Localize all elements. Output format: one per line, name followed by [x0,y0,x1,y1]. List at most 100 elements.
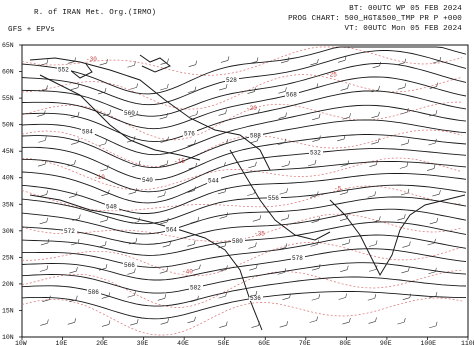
wind-barb [218,241,227,249]
wind-barb [342,113,351,120]
wind-barb [372,216,381,223]
wind-barb [428,110,438,117]
contour-label-bg [105,202,119,210]
wind-barb [249,57,259,64]
height-contour-line [21,104,467,156]
wind-barb [71,111,80,119]
wind-barb [309,83,319,90]
wind-barb [371,85,380,93]
wind-barb [428,321,438,329]
wind-barb [251,321,260,328]
wind-barb [187,316,196,324]
lat-tick-label: 30N [2,228,14,235]
wind-barb [160,83,169,91]
temperature-contour-label: -40 [182,269,193,276]
contour-label-bg [249,131,263,139]
wind-barb [341,238,351,246]
wind-barb [101,189,110,197]
wind-barb [37,160,47,167]
wind-barb [372,61,381,69]
contour-label-bg [189,283,203,291]
contour-label-bg [183,129,197,137]
wind-barb [432,189,441,197]
lon-tick-label: 40E [177,340,189,345]
wind-barb [397,83,407,90]
wind-barb [71,138,80,145]
height-contour-label: 532 [310,150,321,157]
wind-barb [100,164,109,172]
contour-label-bg [165,225,179,233]
wind-barb [128,188,137,195]
height-contour-label: 572 [64,228,75,235]
height-contour-line [21,173,467,214]
wind-barb [192,264,201,271]
wind-barb [70,83,80,90]
lat-tick-label: 60N [2,69,14,76]
coastline-segment [139,54,171,73]
wind-barb [279,188,288,195]
wind-barb [310,240,319,247]
wind-barb [188,60,197,67]
height-contour-label: 536 [250,295,261,302]
wind-barb [101,292,111,299]
wind-barb [39,217,49,225]
contour-label-bg [207,176,221,184]
wind-barb [397,318,406,325]
wind-barb [98,241,107,248]
wind-barb [219,84,228,91]
height-contour-line [21,196,467,235]
height-contour-label: 584 [82,129,93,136]
contour-label-bg [309,148,323,156]
init-time-label: BT: 00UTC WP 05 FEB 2024 [349,5,462,13]
wind-barb [402,241,411,248]
wind-barb [278,112,287,119]
coastline-segment [329,194,466,277]
wind-barb [42,295,51,302]
wind-barb [367,294,377,301]
wind-barb [218,109,227,116]
wind-barb [217,162,226,169]
contour-label-bg [57,65,71,73]
height-contour-label: 568 [286,91,297,98]
wind-barb [249,264,258,271]
wind-barb [307,159,317,167]
height-contour-label: 560 [124,110,135,117]
height-contour-label: 586 [88,289,99,296]
height-contour-label: 528 [226,77,237,84]
wind-barb [187,139,196,147]
contour-labels: 5525285605685765845885405325445485565645… [57,65,323,302]
wind-barb [312,113,321,121]
temperature-contour-line [21,101,462,141]
contour-label-bg [63,226,77,234]
temperature-contour-line [21,46,463,76]
wind-barb [67,318,77,325]
wind-barb [187,240,196,247]
height-contour-label: 582 [190,285,201,292]
wind-barb [40,319,49,326]
height-contour-line [21,62,467,117]
wind-barb [38,136,47,143]
wind-barb [39,265,49,272]
lon-tick-label: 20E [96,340,108,345]
height-contour-label: 580 [232,238,243,245]
wind-barb [99,216,109,223]
wind-barb [342,317,351,325]
wind-barb [427,238,436,246]
height-contour-label: 564 [166,227,177,234]
contour-label-bg [249,293,263,301]
coastline-segment [29,57,271,171]
wind-barb [369,160,378,167]
wind-barbs [37,56,442,329]
height-contour-line [21,291,466,320]
wind-barb [219,212,228,219]
contour-label-bg [87,287,101,295]
wind-barb [97,87,107,95]
height-contour-line [22,234,467,268]
wind-barb [338,293,347,300]
height-contour-label: 544 [208,178,219,185]
wind-barb [429,217,439,225]
lat-tick-label: 65N [2,42,14,49]
height-contour-label: 540 [142,177,153,184]
